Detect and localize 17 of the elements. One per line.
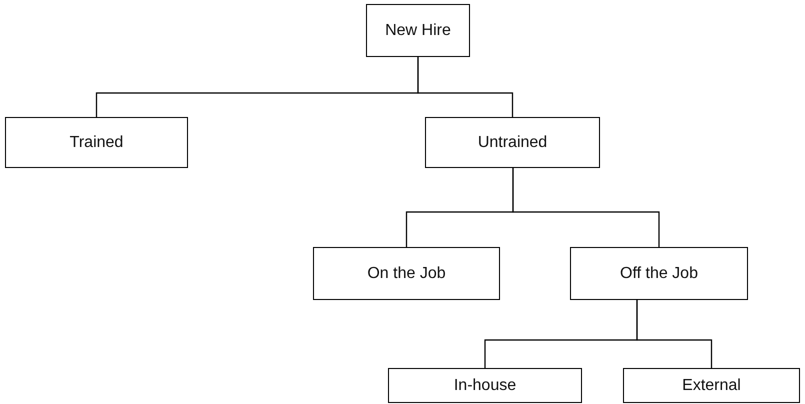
org-box	[366, 4, 470, 57]
box-label: New Hire	[385, 22, 451, 40]
box-label: External	[682, 376, 741, 394]
org-box	[313, 247, 500, 300]
org-box	[388, 368, 582, 403]
box-label: Trained	[70, 134, 124, 152]
box-label: In-house	[454, 376, 516, 394]
org-box	[623, 368, 800, 403]
connector-line	[636, 300, 712, 368]
box-label: Off the Job	[620, 264, 698, 282]
org-box	[570, 247, 748, 300]
org-box	[425, 117, 600, 168]
box-label: Untrained	[478, 134, 548, 152]
connector-line	[512, 168, 660, 247]
box-label: On the Job	[367, 264, 446, 282]
org-box	[5, 117, 188, 168]
connector-line	[417, 57, 514, 117]
